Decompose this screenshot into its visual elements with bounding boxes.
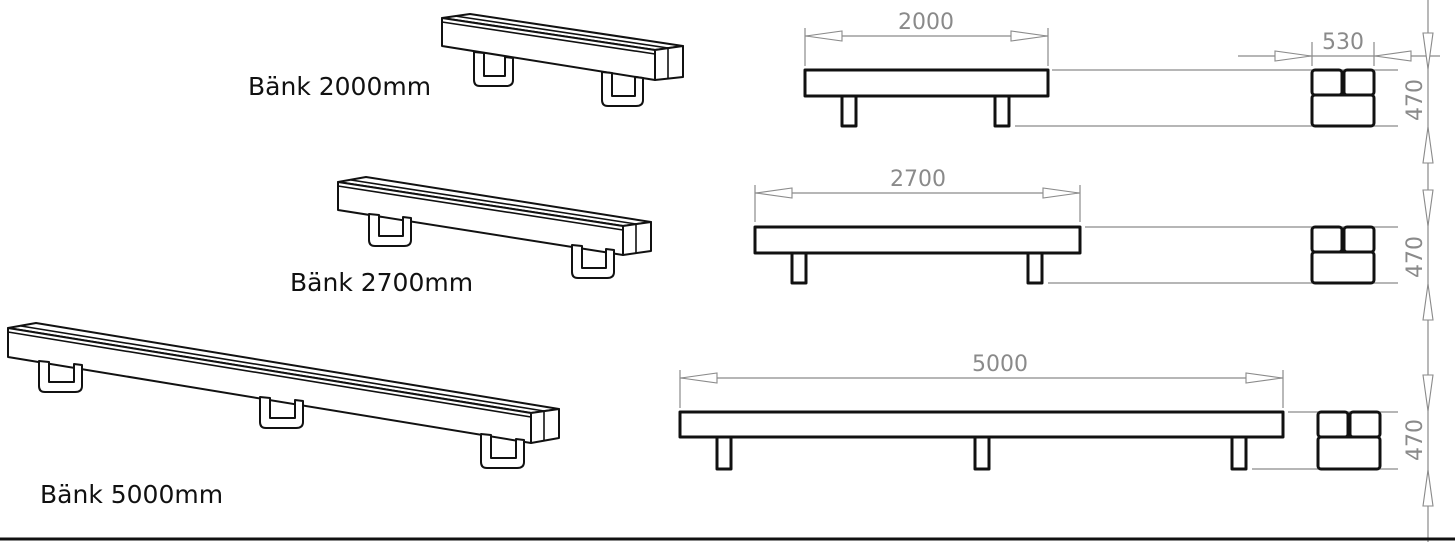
bench-2000-isometric [441,13,684,107]
dimension-height-column: 470 470 470 [1403,0,1434,542]
side-view-2 [1310,225,1376,285]
dimension-height-2: 470 [1403,236,1428,278]
dimension-length-2000: 2000 [898,10,954,35]
dimension-height-3: 470 [1403,419,1428,461]
dimension-length-5000: 5000 [972,352,1028,377]
dimension-height-1: 470 [1403,79,1428,121]
bench-5000-isometric [7,322,560,469]
front-view-2700: 2700 [753,167,1398,285]
bench-label-5000: Bänk 5000mm [40,480,224,509]
bench-label-2000: Bänk 2000mm [248,72,432,101]
bench-2700-isometric [337,176,652,279]
front-view-5000: 5000 [678,352,1398,471]
side-view-1 [1310,68,1376,128]
dimension-width-label: 530 [1322,30,1364,55]
front-view-2000: 2000 [803,10,1398,128]
side-view-3 [1316,410,1382,471]
dimension-length-2700: 2700 [890,167,946,192]
bench-label-2700: Bänk 2700mm [290,268,474,297]
dimension-width: 530 [1238,30,1440,66]
